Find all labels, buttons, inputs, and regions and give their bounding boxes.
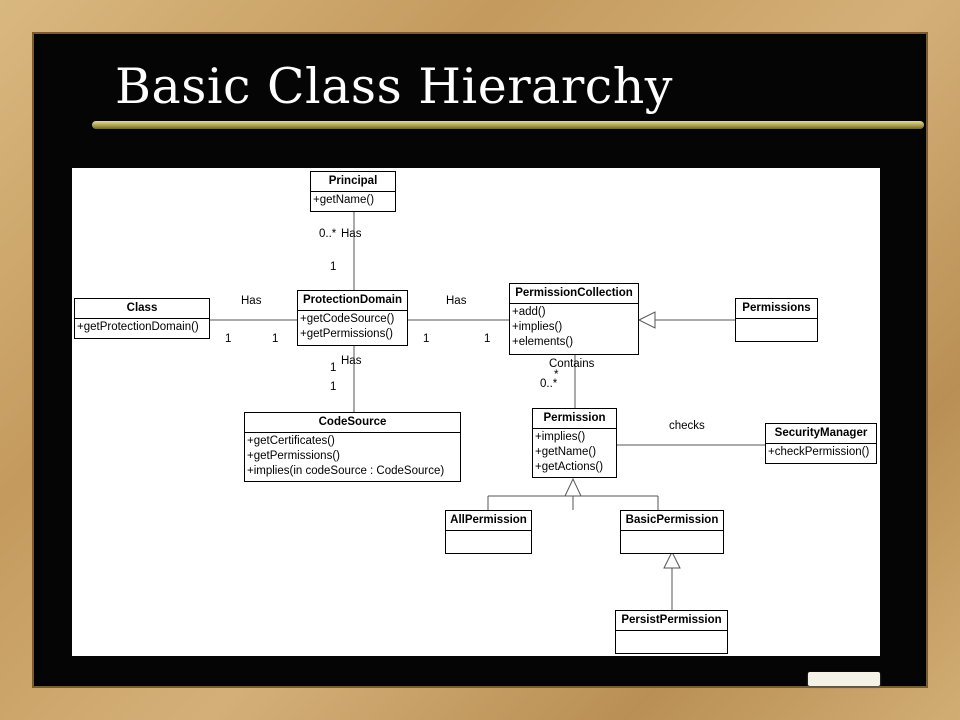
class-name: Permission xyxy=(533,409,616,429)
uml-diagram: Principal +getName() Class +getProtectio… xyxy=(72,168,880,656)
class-operation: +getName() xyxy=(313,194,375,206)
title-underline xyxy=(92,121,924,129)
multiplicity-label: 1 xyxy=(330,261,337,273)
class-name: CodeSource xyxy=(245,413,460,433)
class-box-principal: Principal +getName() xyxy=(310,171,396,212)
class-operations-empty xyxy=(446,531,531,549)
class-name: Principal xyxy=(311,172,395,192)
class-operation: +getCodeSource() xyxy=(300,313,395,325)
class-box-permissions: Permissions xyxy=(735,298,818,342)
class-operation: +implies() xyxy=(535,431,586,443)
multiplicity-label: 1 xyxy=(330,362,337,374)
class-name: PermissionCollection xyxy=(510,284,638,304)
class-box-persist-permission: PersistPermission xyxy=(615,610,728,654)
class-box-permission-collection: PermissionCollection +add() +implies() +… xyxy=(509,283,639,355)
class-operations-empty xyxy=(621,531,723,549)
association-label: Has xyxy=(241,295,262,307)
class-operation: +getPermissions() xyxy=(300,328,393,340)
class-box-permission: Permission +implies() +getName() +getAct… xyxy=(532,408,617,478)
class-operation: +getActions() xyxy=(535,461,604,473)
class-operation: +getName() xyxy=(535,446,597,458)
multiplicity-label: 1 xyxy=(423,333,430,345)
class-name: Class xyxy=(75,299,209,319)
basic-generalization-arrow xyxy=(663,550,681,569)
class-operation: +implies() xyxy=(512,321,563,333)
class-operation: +getPermissions() xyxy=(247,450,340,462)
class-name: SecurityManager xyxy=(766,424,876,444)
class-operation: +implies(in codeSource : CodeSource) xyxy=(247,465,445,477)
association-label: Has xyxy=(341,355,362,367)
class-name: Permissions xyxy=(736,299,817,319)
association-label: Contains xyxy=(549,358,595,370)
class-box-basic-permission: BasicPermission xyxy=(620,510,724,554)
class-name: ProtectionDomain xyxy=(298,291,407,311)
multiplicity-label: 1 xyxy=(272,333,279,345)
association-label: Has xyxy=(341,228,362,240)
class-box-class: Class +getProtectionDomain() xyxy=(74,298,210,339)
class-box-code-source: CodeSource +getCertificates() +getPermis… xyxy=(244,412,461,482)
class-operations-empty xyxy=(616,631,727,649)
pc-generalization-arrow xyxy=(637,311,656,329)
class-operation: +elements() xyxy=(512,336,574,348)
multiplicity-label: 1 xyxy=(484,333,491,345)
class-name: AllPermission xyxy=(446,511,531,531)
connector-lines xyxy=(210,212,765,610)
permission-generalization-arrow xyxy=(564,477,582,497)
class-box-all-permission: AllPermission xyxy=(445,510,532,554)
chalk-piece xyxy=(808,672,880,686)
association-label: checks xyxy=(669,420,705,432)
class-name: BasicPermission xyxy=(621,511,723,531)
class-operation: +getProtectionDomain() xyxy=(77,321,199,333)
class-box-security-manager: SecurityManager +checkPermission() xyxy=(765,423,877,464)
multiplicity-label: 1 xyxy=(225,333,232,345)
class-name: PersistPermission xyxy=(616,611,727,631)
multiplicity-label: * xyxy=(554,369,559,381)
slide-title: Basic Class Hierarchy xyxy=(115,58,673,115)
association-label: Has xyxy=(446,295,467,307)
multiplicity-label: 1 xyxy=(330,381,337,393)
class-box-protection-domain: ProtectionDomain +getCodeSource() +getPe… xyxy=(297,290,408,346)
class-operations-empty xyxy=(736,319,817,337)
class-operation: +add() xyxy=(512,306,546,318)
multiplicity-label: 0..* xyxy=(319,228,337,240)
multiplicity-label: 0..* xyxy=(540,378,558,390)
class-operation: +checkPermission() xyxy=(768,446,870,458)
class-operation: +getCertificates() xyxy=(247,435,335,447)
